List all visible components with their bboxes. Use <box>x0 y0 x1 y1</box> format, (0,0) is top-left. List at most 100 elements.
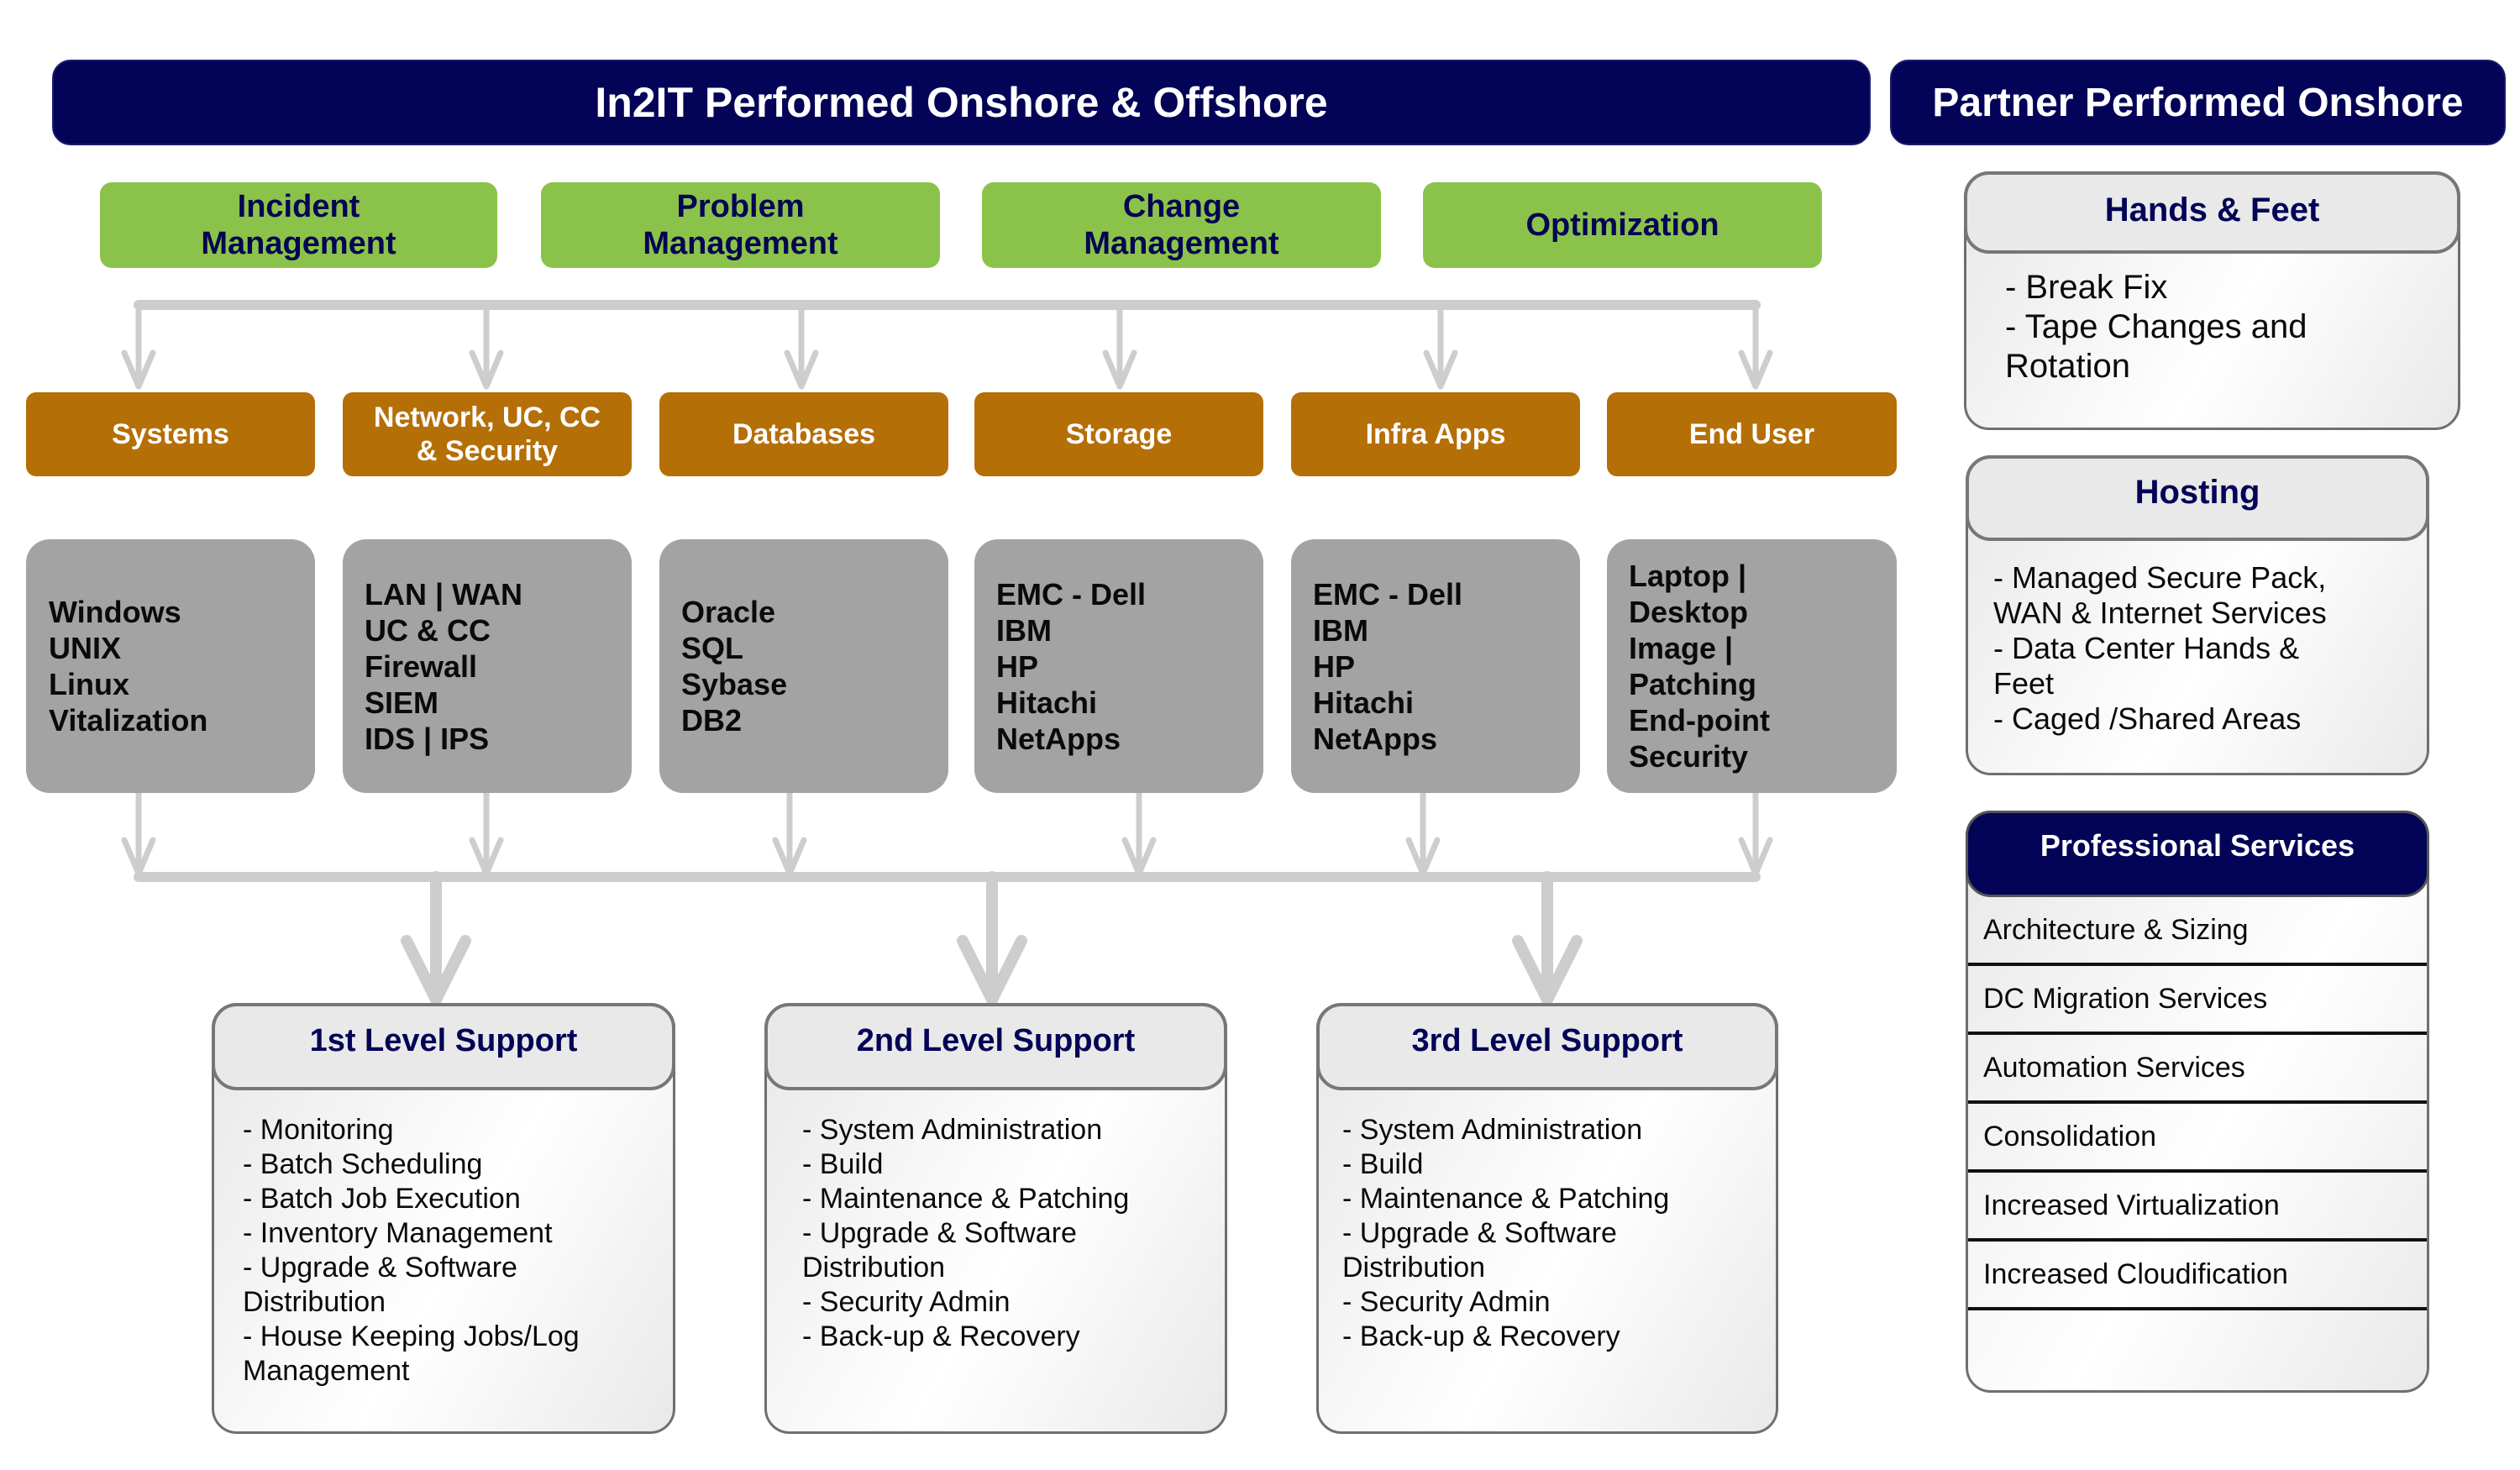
tower-network-security: Network, UC, CC & Security <box>343 392 632 476</box>
detail-item: Vitalization <box>49 703 208 738</box>
in2it-header: In2IT Performed Onshore & Offshore <box>52 60 1871 145</box>
tower-storage-details: EMC - Dell IBM HP Hitachi NetApps <box>974 539 1263 793</box>
professional-services-card: Professional Services Architecture & Siz… <box>1966 811 2429 1393</box>
list-item: - Batch Job Execution <box>243 1183 521 1215</box>
detail-item: Hitachi <box>1313 685 1415 720</box>
detail-item: Hitachi <box>996 685 1098 720</box>
list-item: - House Keeping Jobs/Log <box>243 1320 580 1352</box>
list-item: - Maintenance & Patching <box>802 1183 1130 1215</box>
list-item: - System Administration <box>1342 1114 1643 1146</box>
professional-service-item: Consolidation <box>1968 1104 2427 1173</box>
detail-item: IDS | IPS <box>365 721 490 756</box>
detail-item: HP <box>1313 648 1356 684</box>
detail-item: HP <box>996 648 1039 684</box>
detail-item: UC & CC <box>365 612 491 648</box>
arrow-to-databases <box>784 302 819 390</box>
process-incident-management: Incident Management <box>100 182 497 268</box>
detail-item: IBM <box>1313 612 1368 648</box>
detail-item: DB2 <box>681 703 743 738</box>
arrow-to-storage <box>1102 302 1137 390</box>
hosting-list: - Managed Secure Pack, WAN & Internet Se… <box>1968 560 2427 737</box>
list-item: - Security Admin <box>802 1286 1011 1318</box>
list-item: - Managed Secure Pack, <box>1993 560 2327 595</box>
support-level-2-title: 2nd Level Support <box>764 1003 1227 1090</box>
professional-service-item: DC Migration Services <box>1968 966 2427 1035</box>
process-problem-management: Problem Management <box>541 182 940 268</box>
professional-service-item: Increased Virtualization <box>1968 1173 2427 1242</box>
detail-item: SIEM <box>365 685 439 720</box>
detail-item: End-point <box>1629 703 1770 738</box>
tower-end-user: End User <box>1607 392 1897 476</box>
arrow-to-systems <box>121 302 156 390</box>
support-level-3-title: 3rd Level Support <box>1316 1003 1778 1090</box>
partner-header: Partner Performed Onshore <box>1890 60 2506 145</box>
list-item: - System Administration <box>802 1114 1103 1146</box>
tower-network-details: LAN | WAN UC & CC Firewall SIEM IDS | IP… <box>343 539 632 793</box>
hands-feet-card: Hands & Feet - Break Fix - Tape Changes … <box>1964 171 2460 430</box>
list-item: - Caged /Shared Areas <box>1993 701 2302 736</box>
list-item: - Back-up & Recovery <box>802 1320 1080 1352</box>
list-item: - Build <box>1342 1148 1424 1180</box>
professional-service-item: Increased Cloudification <box>1968 1242 2427 1310</box>
detail-item: IBM <box>996 612 1052 648</box>
tower-systems-details: Windows UNIX Linux Vitalization <box>26 539 315 793</box>
list-item: Distribution <box>802 1252 946 1284</box>
detail-item: SQL <box>681 631 744 665</box>
list-item: - Monitoring <box>243 1114 394 1146</box>
tower-databases-details: Oracle SQL Sybase DB2 <box>659 539 948 793</box>
detail-item: Sybase <box>681 667 788 701</box>
arrow-to-network <box>469 302 504 390</box>
arrow-to-level2 <box>957 871 1027 1005</box>
process-change-management: Change Management <box>982 182 1381 268</box>
tower-storage: Storage <box>974 392 1263 476</box>
detail-item: UNIX <box>49 631 122 665</box>
detail-item: Oracle <box>681 595 776 629</box>
process-optimization: Optimization <box>1423 182 1822 268</box>
arrows-to-towers <box>121 302 1773 390</box>
tower-end-user-details: Laptop | Desktop Image | Patching End-po… <box>1607 539 1897 793</box>
arrows-to-support-levels <box>401 871 1583 1005</box>
list-item: WAN & Internet Services <box>1993 596 2327 630</box>
list-item: Distribution <box>243 1286 386 1318</box>
list-item: Rotation <box>2005 348 2130 385</box>
professional-service-item: Automation Services <box>1968 1035 2427 1104</box>
detail-item: Laptop | <box>1629 559 1747 593</box>
list-item: - Batch Scheduling <box>243 1148 483 1180</box>
detail-item: Security <box>1629 739 1749 774</box>
detail-item: EMC - Dell <box>996 576 1147 612</box>
support-level-1-list: - Monitoring - Batch Scheduling - Batch … <box>214 1113 673 1389</box>
list-item: - Tape Changes and <box>2005 308 2307 345</box>
arrow-to-level3 <box>1512 871 1583 1005</box>
support-level-2-card: 2nd Level Support - System Administratio… <box>764 1003 1227 1434</box>
list-item: - Build <box>802 1148 884 1180</box>
support-level-1-card: 1st Level Support - Monitoring - Batch S… <box>212 1003 675 1434</box>
list-item: Management <box>243 1355 410 1387</box>
list-item: - Inventory Management <box>243 1217 553 1249</box>
hosting-card: Hosting - Managed Secure Pack, WAN & Int… <box>1966 455 2429 775</box>
list-item: - Break Fix <box>2005 269 2168 306</box>
tower-systems: Systems <box>26 392 315 476</box>
list-item: - Upgrade & Software <box>243 1252 517 1284</box>
detail-item: EMC - Dell <box>1313 576 1463 612</box>
support-level-3-list: - System Administration - Build - Mainte… <box>1319 1113 1776 1354</box>
detail-item: NetApps <box>996 721 1121 756</box>
hands-feet-title: Hands & Feet <box>1964 171 2460 254</box>
support-level-3-card: 3rd Level Support - System Administratio… <box>1316 1003 1778 1434</box>
tower-infra-apps: Infra Apps <box>1291 392 1580 476</box>
detail-item: Firewall <box>365 648 478 684</box>
arrows-from-towers <box>121 790 1773 877</box>
arrow-to-level1 <box>401 871 471 1005</box>
list-item: - Maintenance & Patching <box>1342 1183 1670 1215</box>
list-item: - Data Center Hands & <box>1993 631 2300 665</box>
list-item: - Back-up & Recovery <box>1342 1320 1620 1352</box>
hands-feet-list: - Break Fix - Tape Changes and Rotation <box>1966 268 2458 386</box>
detail-item: Windows <box>49 595 181 629</box>
detail-item: Patching <box>1629 667 1757 701</box>
hosting-title: Hosting <box>1966 455 2429 541</box>
detail-item: Image | <box>1629 631 1734 665</box>
list-item: - Upgrade & Software <box>1342 1217 1617 1249</box>
in2it-header-text: In2IT Performed Onshore & Offshore <box>595 79 1328 126</box>
partner-header-text: Partner Performed Onshore <box>1932 80 2464 125</box>
list-item: Feet <box>1993 666 2055 701</box>
list-item: - Upgrade & Software <box>802 1217 1077 1249</box>
